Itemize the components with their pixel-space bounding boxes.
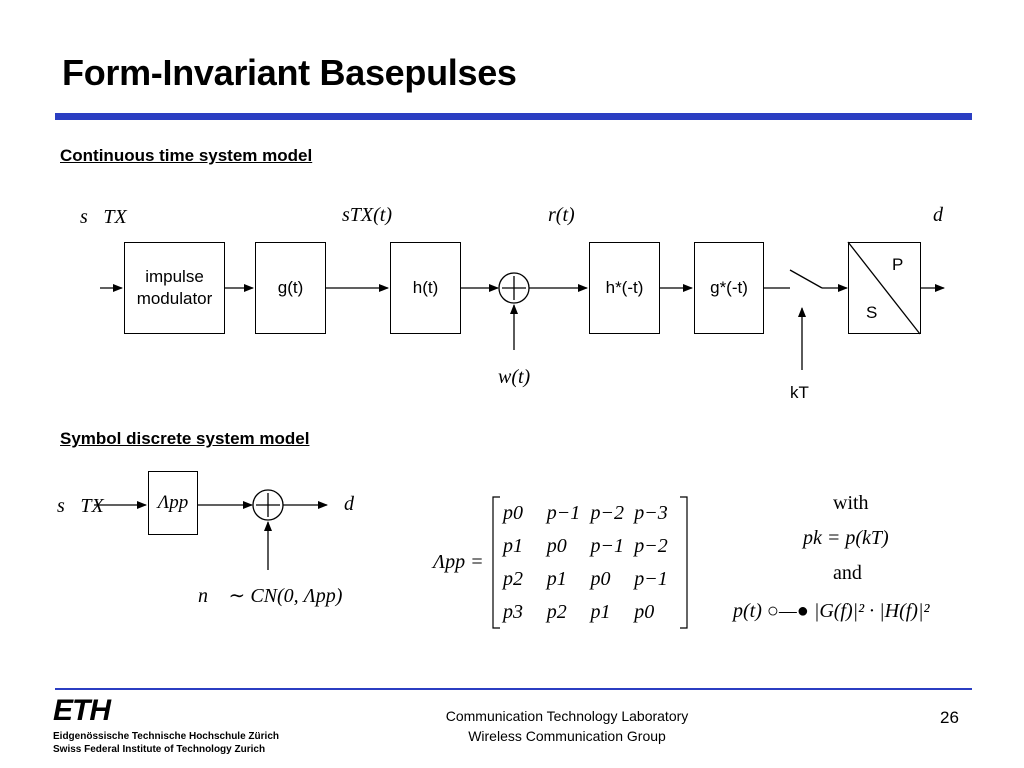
- matrix-cell: p−2: [634, 535, 668, 557]
- matrix-cell: p−1: [590, 535, 625, 557]
- eth-logo: ETH: [53, 694, 111, 727]
- title-divider: [55, 113, 972, 120]
- s-tx-vector-label: s⃗TX: [80, 206, 127, 228]
- kt-label: kT: [790, 383, 809, 402]
- pk-equation: pk = p(kT): [803, 527, 889, 549]
- d-vector-label: d⃗: [933, 204, 959, 226]
- lab-name-line2: Wireless Communication Group: [468, 728, 666, 744]
- fourier-pair-equation: p(t) ○—● |G(f)|² · |H(f)|²: [733, 600, 930, 622]
- matrix-lhs: Λpp =: [433, 551, 484, 573]
- matrix-cell: p−2: [590, 502, 625, 524]
- p-label: P: [892, 255, 904, 274]
- h-matched-block: h*(-t): [589, 242, 660, 334]
- g-filter-block: g(t): [255, 242, 326, 334]
- and-label: and: [833, 562, 862, 584]
- page-number: 26: [940, 708, 959, 727]
- matrix-cell: p0: [634, 601, 655, 623]
- matrix-cell: p1: [546, 568, 567, 590]
- eth-name-english: Swiss Federal Institute of Technology Zu…: [53, 744, 266, 755]
- matrix-cell: p1: [590, 601, 611, 623]
- matrix-left-bracket: [492, 496, 500, 629]
- lab-name-line1: Communication Technology Laboratory: [445, 708, 689, 724]
- discrete-heading: Symbol discrete system model: [60, 429, 310, 448]
- footer-divider: [55, 688, 972, 690]
- matrix-cell: p0: [546, 535, 567, 557]
- with-label: with: [833, 492, 869, 514]
- discrete-s-tx-label: s⃗TX: [57, 495, 104, 517]
- matrix-cell: p1: [503, 535, 523, 557]
- r-t-label: r(t): [548, 204, 575, 226]
- matrix-cell: p0: [503, 502, 523, 524]
- matrix-body: p0 p−1 p−2 p−3 p1 p0 p−1 p−2 p2 p1 p0 p−…: [503, 502, 678, 624]
- matrix-cell: p−3: [634, 502, 668, 524]
- matrix-cell: p−1: [546, 502, 581, 524]
- sampler-switch: [789, 269, 823, 289]
- s-label: S: [866, 303, 878, 322]
- matrix-cell: p3: [503, 601, 523, 623]
- h-channel-block: h(t): [390, 242, 461, 334]
- discrete-d-label: d⃗: [344, 493, 370, 515]
- eth-name: Eidgenössische Technische Hochschule Zür…: [53, 730, 279, 756]
- parallel-serial-block: [848, 242, 921, 334]
- s-tx-t-label: sTX(t): [342, 204, 392, 226]
- matrix-cell: p2: [503, 568, 523, 590]
- lambda-block: Λpp: [148, 471, 198, 535]
- lab-name: Communication Technology Laboratory Wire…: [387, 706, 747, 746]
- matrix-cell: p0: [590, 568, 611, 590]
- page-title: Form-Invariant Basepulses: [62, 52, 517, 93]
- matrix-right-bracket: [680, 496, 688, 629]
- noise-distribution-label: n⃗ ∼ CN(0, Λpp): [198, 585, 343, 607]
- matrix-cell: p−1: [634, 568, 668, 590]
- continuous-heading: Continuous time system model: [60, 146, 313, 165]
- matrix-cell: p2: [546, 601, 567, 623]
- eth-name-german: Eidgenössische Technische Hochschule Zür…: [53, 731, 279, 742]
- w-t-label: w(t): [498, 366, 531, 388]
- g-matched-block: g*(-t): [694, 242, 764, 334]
- impulse-modulator-block: impulse modulator: [124, 242, 225, 334]
